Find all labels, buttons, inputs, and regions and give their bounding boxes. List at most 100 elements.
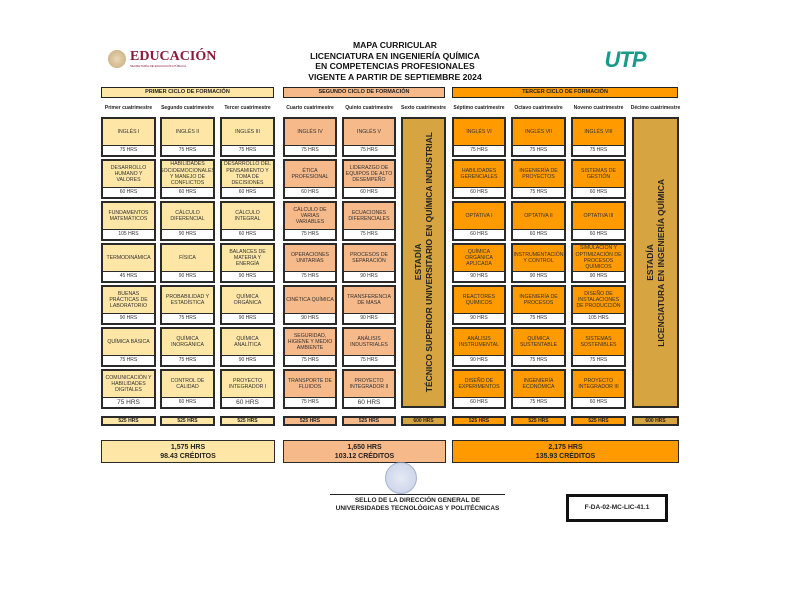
- subject-hours: 60 HRS: [285, 187, 335, 197]
- column-header: Cuarto cuatrimestre: [286, 105, 334, 111]
- subject-cell: DESARROLLO DEL PENSAMIENTO Y TOMA DE DEC…: [220, 159, 275, 199]
- subject-name: OPTATIVA I: [465, 212, 493, 219]
- cycle-header: TERCER CICLO DE FORMACIÓN: [452, 87, 678, 98]
- subject-name: INGLÉS II: [175, 128, 200, 135]
- subject-name: ÉTICA PROFESIONAL: [291, 167, 329, 180]
- subject-hours: 75 HRS: [513, 313, 564, 323]
- subject-hours: 75 HRS: [103, 397, 154, 407]
- subject-hours: 75 HRS: [573, 145, 624, 155]
- subject-name: CÁLCULO DE VARIAS VARIABLES: [293, 206, 327, 226]
- subject-hours: 75 HRS: [344, 145, 394, 155]
- summary-hours: 2,175 HRS: [548, 444, 583, 451]
- utp-logo: UTP: [592, 49, 658, 71]
- title-line: LICENCIATURA EN INGENIERÍA QUÍMICA: [310, 50, 480, 61]
- subject-hours: 75 HRS: [162, 145, 213, 155]
- subject-hours: 75 HRS: [222, 145, 273, 155]
- subject-hours: 60 HRS: [454, 397, 504, 407]
- subject-hours: 75 HRS: [513, 145, 564, 155]
- subject-hours: 75 HRS: [285, 397, 335, 407]
- subject-name: INGLÉS VII: [525, 128, 552, 135]
- subject-hours: 60 HRS: [162, 187, 213, 197]
- subject-hours: 90 HRS: [222, 355, 273, 365]
- cycle-header: PRIMER CICLO DE FORMACIÓN: [101, 87, 274, 98]
- subject-name: ANÁLISIS INSTRUMENTAL: [459, 335, 499, 348]
- subject-hours: 60 HRS: [344, 397, 394, 407]
- title-line: EN COMPETENCIAS PROFESIONALES: [315, 61, 475, 71]
- subject-hours: 90 HRS: [573, 271, 624, 281]
- subject-name: REACTORES QUÍMICOS: [462, 293, 496, 306]
- column-header: Sexto cuatrimestre: [400, 105, 447, 111]
- column-total-hours: 525 HRS: [220, 416, 275, 426]
- subject-hours: 90 HRS: [454, 313, 504, 323]
- subject-cell: TRANSFERENCIA DE MASA 90 HRS: [342, 285, 396, 325]
- subject-hours: 45 HRS: [103, 271, 154, 281]
- subject-cell: DISEÑO DE EXPERIMENTOS 60 HRS: [452, 369, 506, 409]
- subject-name: TRANSFERENCIA DE MASA: [347, 293, 391, 306]
- subject-hours: 75 HRS: [162, 355, 213, 365]
- subject-hours: 90 HRS: [222, 313, 273, 323]
- subject-name: DISEÑO DE EXPERIMENTOS: [458, 377, 500, 390]
- educacion-logo-subtitle: SECRETARÍA DE EDUCACIÓN PÚBLICA: [130, 64, 187, 68]
- column-total-hours: 525 HRS: [101, 416, 156, 426]
- subject-hours: 75 HRS: [285, 271, 335, 281]
- subject-hours: 60 HRS: [103, 187, 154, 197]
- column-header: Segundo cuatrimestre: [161, 105, 214, 111]
- educacion-logo-text: EDUCACIÓN: [130, 49, 217, 64]
- subject-hours: 60 HRS: [162, 397, 213, 407]
- subject-name: QUÍMICA SUSTENTABLE: [519, 335, 558, 348]
- subject-hours: 60 HRS: [513, 229, 564, 239]
- subject-hours: 90 HRS: [454, 271, 504, 281]
- subject-name: CINÉTICA QUÍMICA: [286, 296, 334, 303]
- subject-name: BALANCES DE MATERIA Y ENERGÍA: [229, 248, 266, 268]
- subject-hours: 60 HRS: [222, 187, 273, 197]
- subject-name: INSTRUMENTACIÓN Y CONTROL: [513, 251, 564, 264]
- subject-cell: DESARROLLO HUMANO Y VALORES 60 HRS: [101, 159, 156, 199]
- seal-caption: SELLO DE LA DIRECCIÓN GENERAL DE UNIVERS…: [330, 494, 505, 513]
- subject-cell: SISTEMAS DE GESTIÓN 60 HRS: [571, 159, 626, 199]
- page-title: MAPA CURRICULAR LICENCIATURA EN INGENIER…: [250, 40, 540, 82]
- subject-name: FUNDAMENTOS MATEMÁTICOS: [108, 209, 149, 222]
- subject-name: INGLÉS III: [235, 128, 260, 135]
- subject-name: CÁLCULO INTEGRAL: [234, 209, 261, 222]
- subject-hours: 75 HRS: [344, 229, 394, 239]
- subject-name: DESARROLLO HUMANO Y VALORES: [110, 164, 147, 184]
- official-stamp-icon: [385, 462, 417, 494]
- subject-name: SISTEMAS SOSTENIBLES: [580, 335, 617, 348]
- subject-hours: 60 HRS: [573, 187, 624, 197]
- subject-name: INGLÉS VI: [466, 128, 492, 135]
- subject-name: PROYECTO INTEGRADOR III: [578, 377, 619, 390]
- subject-name: INGENIERÍA DE PROCESOS: [519, 293, 558, 306]
- subject-hours: 90 HRS: [103, 313, 154, 323]
- subject-name: SISTEMAS DE GESTIÓN: [581, 167, 616, 180]
- subject-name: PROYECTO INTEGRADOR II: [349, 377, 389, 390]
- title-line: VIGENTE A PARTIR DE SEPTIEMBRE 2024: [308, 71, 482, 82]
- subject-hours: 90 HRS: [344, 313, 394, 323]
- subject-hours: 90 HRS: [285, 313, 335, 323]
- subject-name: QUÍMICA ANALÍTICA: [234, 335, 261, 348]
- subject-name: COMUNICACIÓN Y HABILIDADES DIGITALES: [105, 374, 152, 394]
- column-header: Primer cuatrimestre: [104, 105, 153, 111]
